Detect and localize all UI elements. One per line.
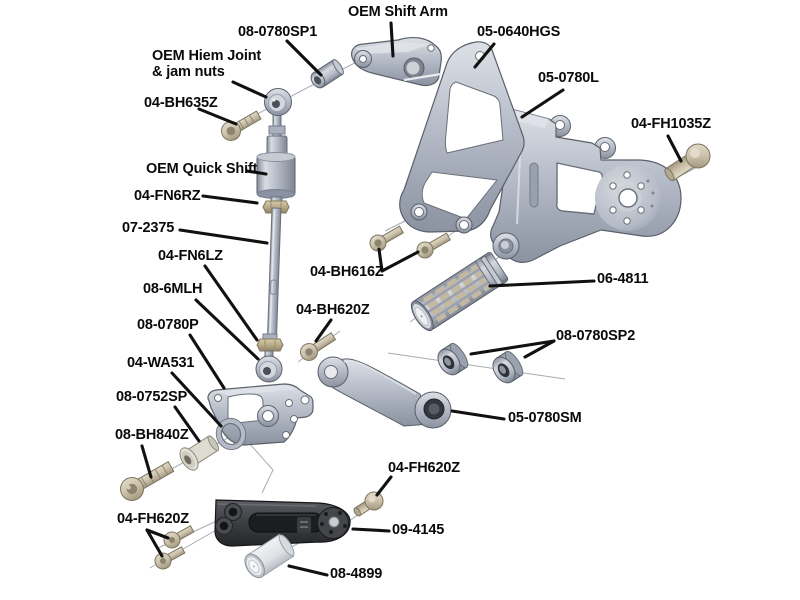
part-08-6MLH-rod-end: [255, 350, 283, 383]
part-04-FN6LZ-nut: [256, 333, 284, 352]
label-08-6MLH: 08-6MLH: [143, 281, 203, 297]
part-oem-quick-shift: [256, 135, 296, 207]
leader-lines: [140, 21, 683, 577]
label-05-0780L: 05-0780L: [538, 70, 599, 86]
label-04-FN6RZ: 04-FN6RZ: [134, 188, 201, 204]
part-04-BH635Z-screw: [221, 110, 262, 141]
label-04-FH620Z-left: 04-FH620Z: [117, 511, 189, 527]
part-08-0780P-pedal-plate: [207, 383, 314, 446]
label-oem-hiem-joint: OEM Hiem Joint & jam nuts: [152, 48, 262, 81]
label-08-4899: 08-4899: [330, 566, 383, 582]
label-04-FH1035Z: 04-FH1035Z: [631, 116, 711, 132]
part-04-FH620Z-screw-right: [353, 491, 384, 517]
part-05-0640HGS-heel-guard: [399, 41, 525, 234]
label-06-4811: 06-4811: [597, 271, 649, 287]
label-05-0780SM: 05-0780SM: [508, 410, 582, 426]
label-09-4145: 09-4145: [392, 522, 445, 538]
label-08-BH840Z: 08-BH840Z: [115, 427, 189, 443]
label-oem-shift-arm: OEM Shift Arm: [348, 4, 448, 20]
part-07-2375-rod: [267, 207, 282, 337]
label-04-FH620Z-right: 04-FH620Z: [388, 460, 460, 476]
label-05-0640HGS: 05-0640HGS: [477, 24, 561, 40]
part-04-FH620Z-screws-left: [154, 525, 195, 570]
part-oem-shift-arm: [351, 36, 442, 87]
label-04-WA531: 04-WA531: [127, 355, 195, 371]
label-07-2375: 07-2375: [122, 220, 175, 236]
part-06-4811-footpeg: [410, 252, 509, 332]
label-04-BH620Z: 04-BH620Z: [296, 302, 370, 318]
part-04-WA531-washer: [215, 417, 247, 451]
part-04-BH616Z-screws: [369, 225, 451, 259]
label-08-0780SP1: 08-0780SP1: [238, 24, 318, 40]
label-04-BH616Z: 04-BH616Z: [310, 264, 384, 280]
part-08-0780SP1-spacer: [310, 59, 344, 89]
part-04-FN6RZ-nut: [262, 200, 290, 214]
label-08-0752SP: 08-0752SP: [116, 389, 188, 405]
part-oem-hiem-joint: [264, 88, 292, 139]
part-08-4899-spacer: [244, 533, 295, 579]
part-08-0752SP-spacer: [179, 435, 220, 471]
part-08-BH840Z-screw: [120, 461, 175, 501]
label-04-FN6LZ: 04-FN6LZ: [158, 248, 223, 264]
label-04-BH635Z: 04-BH635Z: [144, 95, 218, 111]
label-08-0780P: 08-0780P: [137, 317, 199, 333]
part-04-FH1035Z-screw: [664, 143, 711, 182]
part-09-4145-toe-lever: [214, 499, 351, 547]
label-08-0780SP2: 08-0780SP2: [556, 328, 636, 344]
part-04-BH620Z-screw: [300, 332, 337, 361]
part-08-0780SP2-spacers: [437, 342, 524, 384]
part-05-0780SM-lever: [317, 356, 452, 429]
label-oem-quick-shift: OEM Quick Shift: [146, 161, 258, 177]
